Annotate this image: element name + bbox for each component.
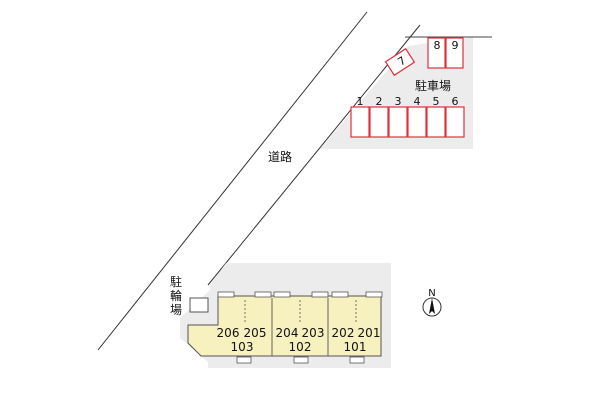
stair-2	[293, 356, 309, 364]
stall-label-1: 1	[357, 95, 364, 108]
parking-stall-9	[445, 37, 464, 69]
unit-label-201: 201	[358, 326, 381, 340]
stall-label-3: 3	[395, 95, 402, 108]
stall-label-8: 8	[434, 39, 441, 52]
road-label: 道路	[268, 149, 292, 164]
unit-label-205: 205	[244, 326, 267, 340]
stall-label-6: 6	[452, 95, 459, 108]
bicycle-parking-area	[189, 297, 209, 313]
stall-label-9: 9	[452, 39, 459, 52]
unit-label-103: 103	[231, 340, 254, 354]
unit-label-204: 204	[276, 326, 299, 340]
stair-3	[349, 356, 365, 364]
unit-label-102: 102	[289, 340, 312, 354]
stall-label-2: 2	[376, 95, 383, 108]
unit-label-203: 203	[302, 326, 325, 340]
balcony-1	[217, 291, 235, 298]
north-arrow: N	[422, 288, 442, 317]
bicycle-parking-label-2: 輪	[170, 288, 182, 303]
unit-label-101: 101	[344, 340, 367, 354]
road-edge-right	[207, 24, 421, 286]
parking-stall-5	[426, 106, 446, 138]
stall-label-4: 4	[414, 95, 421, 108]
building-lot: 206 205 204 203 202 201 103 102 101	[180, 263, 391, 368]
road	[97, 11, 421, 351]
parking-stall-7	[384, 47, 416, 77]
parking-stall-4	[407, 106, 427, 138]
balcony-4	[311, 291, 329, 298]
north-label: N	[428, 288, 435, 299]
bicycle-parking-label-1: 駐	[170, 274, 182, 289]
balcony-6	[365, 291, 383, 298]
parking-stall-1	[350, 106, 370, 138]
parking-stall-2	[369, 106, 389, 138]
apartment-building	[187, 295, 382, 357]
north-arrow-icon	[429, 298, 435, 314]
parking-lot: 8 9 7 駐車場 1 2 3 4 5 6	[320, 36, 492, 149]
unit-label-206: 206	[217, 326, 240, 340]
stair-1	[236, 356, 252, 364]
parking-label: 駐車場	[415, 78, 451, 93]
balcony-5	[331, 291, 349, 298]
road-edge-left	[97, 11, 368, 351]
balcony-3	[273, 291, 291, 298]
parking-stall-7-group: 7	[384, 47, 416, 77]
parking-stall-8	[427, 37, 446, 69]
bicycle-parking-label-3: 場	[170, 303, 182, 317]
unit-label-202: 202	[332, 326, 355, 340]
stall-label-5: 5	[433, 95, 440, 108]
parking-stall-3	[388, 106, 408, 138]
parking-stall-6	[445, 106, 465, 138]
balcony-2	[254, 291, 272, 298]
